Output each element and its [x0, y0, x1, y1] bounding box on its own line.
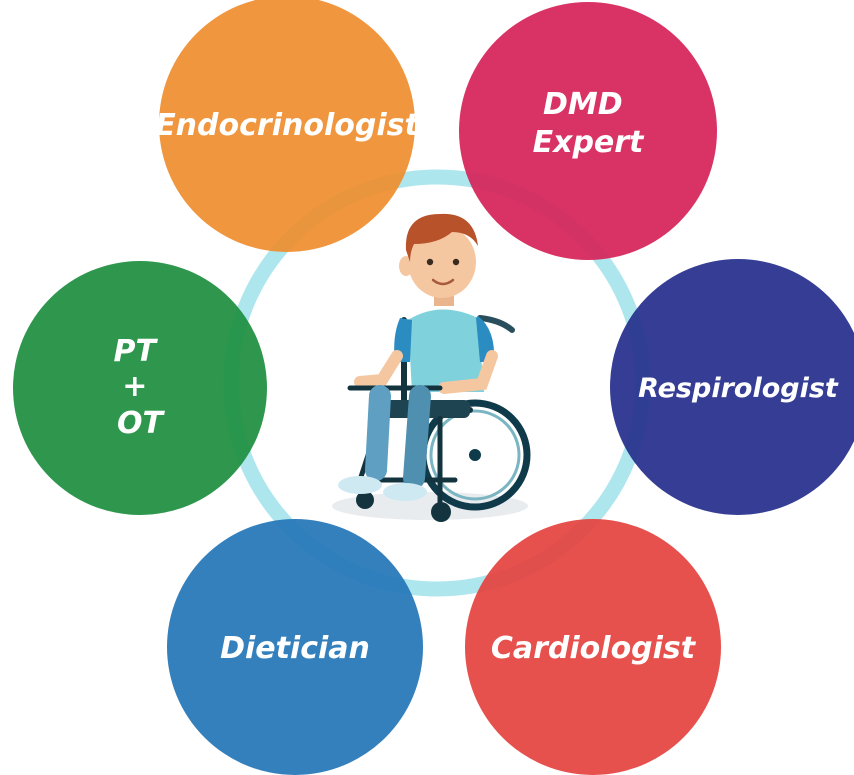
node-pt-ot: PT + OT: [13, 261, 267, 515]
node-label: Cardiologist: [491, 631, 697, 666]
node-endocrinologist: Endocrinologist: [155, 0, 420, 252]
node-label: Respirologist: [638, 373, 839, 404]
node-respirologist: Respirologist: [610, 259, 854, 515]
node-label: Endocrinologist: [155, 108, 420, 143]
boy-in-wheelchair-illustration: [332, 213, 531, 522]
node-cardiologist: Cardiologist: [465, 519, 721, 775]
node-dmd-expert: DMD Expert: [459, 2, 717, 260]
node-label: PT + OT: [114, 334, 167, 441]
node-label: Dietician: [220, 631, 370, 666]
node-label: DMD Expert: [533, 87, 645, 160]
node-dietician: Dietician: [167, 519, 423, 775]
